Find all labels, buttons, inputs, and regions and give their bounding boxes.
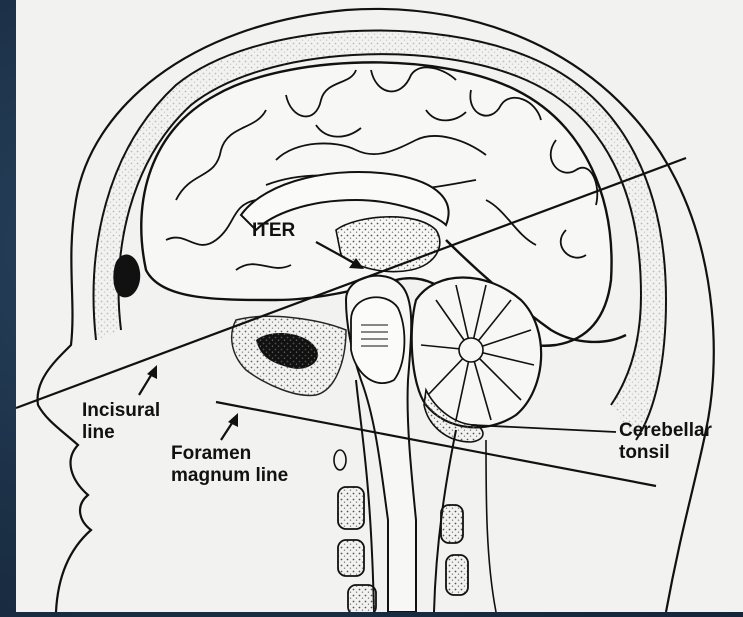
arrow-icon [139,365,157,395]
cerebellum [412,278,541,443]
incisural-label-line2: line [82,422,115,444]
iter-label: ITER [252,220,295,242]
skull-base [232,316,346,395]
foramen-label-line2: magnum line [171,465,288,487]
foramen-label-line1: Foramen [171,443,251,465]
dura-posterior [486,440,496,612]
arrow-icon [221,413,238,440]
sagittal-head-illustration [16,0,743,612]
tonsil-leader [471,425,616,432]
tonsil-label-line1: Cerebellar [619,420,712,442]
pons-bulge [351,297,404,383]
tonsil-label-line2: tonsil [619,442,670,464]
diagram-paper: ITER Incisural line Foramen magnum line … [16,0,743,612]
frontal-sinus [113,255,140,298]
c1-anterior-arch [334,450,346,470]
incisural-label-line1: Incisural [82,400,160,422]
